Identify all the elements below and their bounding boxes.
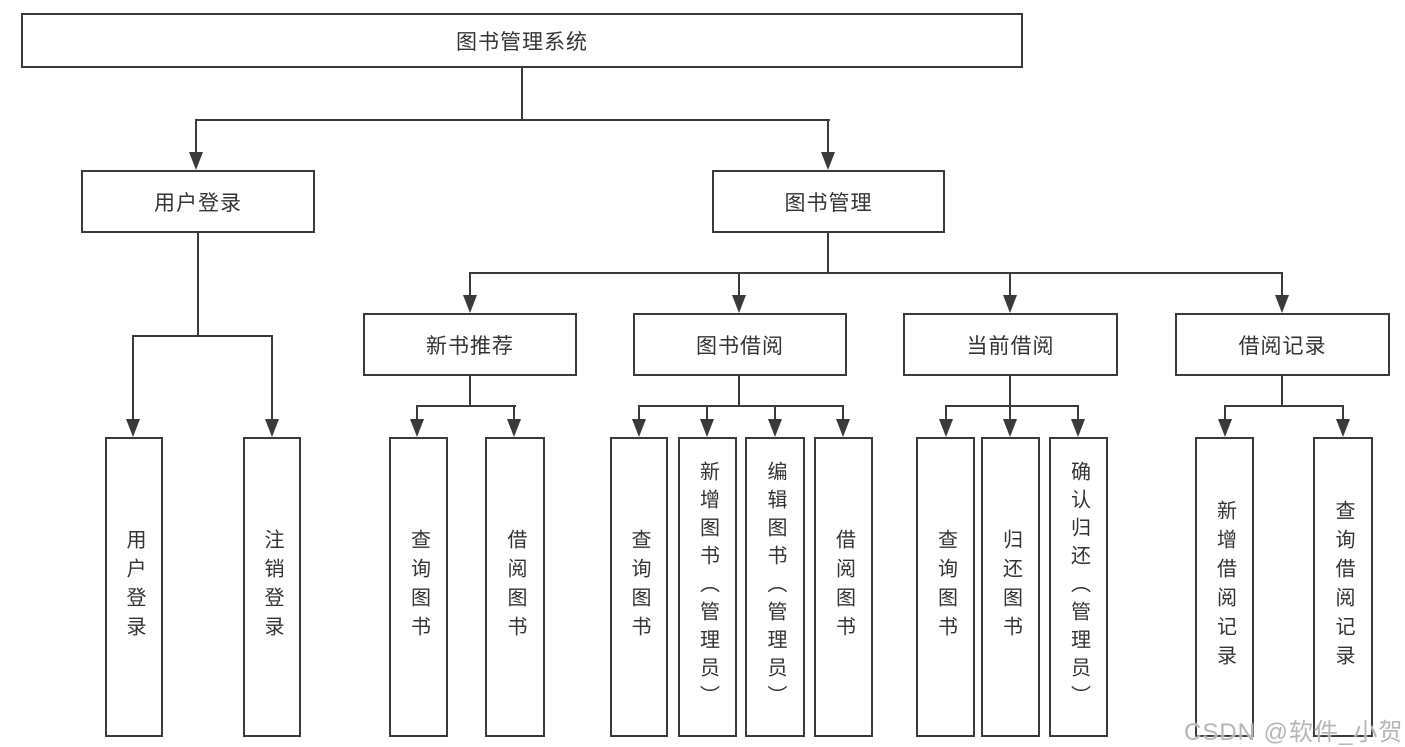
node-root-library-system: 图书管理系统 [21,13,1023,68]
arrowhead-to-book-borrow [732,295,746,313]
connector-to-current-borrow-stem [1009,272,1011,296]
leaf-query-books-recommend: 查询图书 [389,437,448,737]
arrowhead-nb-leaf2 [507,419,521,437]
connector-bb-leaf2-stem [706,405,708,419]
connector-new-book-horizontal [416,405,516,407]
arrowhead-br-leaf2 [1336,419,1350,437]
connector-book-mgmt-vertical [827,232,829,274]
connector-new-book-vertical [469,375,471,407]
arrowhead-to-user-login [189,152,203,170]
connector-bb-leaf4-stem [842,405,844,419]
leaf-query-books-current: 查询图书 [916,437,975,737]
arrowhead-to-book-management [821,152,835,170]
connector-user-login-vertical [197,232,199,337]
leaf-add-books-admin: 新增图书（管理员） [678,437,737,737]
connector-br-leaf1-stem [1224,405,1226,419]
node-current-borrowing: 当前借阅 [903,313,1118,376]
connector-root-vertical [521,67,523,120]
leaf-query-books-borrow: 查询图书 [610,437,668,737]
connector-bb-leaf1-stem [638,405,640,419]
arrowhead-bb-leaf3 [768,419,782,437]
connector-bb-leaf3-stem [774,405,776,419]
connector-cb-leaf2-stem [1009,405,1011,419]
connector-user-login-horizontal [132,335,273,337]
connector-to-book-borrow-stem [738,272,740,296]
arrowhead-cb-leaf2 [1003,419,1017,437]
connector-to-leaf-logout-stem [271,335,273,419]
connector-records-horizontal [1224,405,1344,407]
arrowhead-to-new-book [463,295,477,313]
connector-to-borrow-records-stem [1281,272,1283,296]
connector-to-book-management-stem [827,119,829,153]
connector-book-mgmt-horizontal [469,272,1283,274]
connector-root-horizontal [196,119,830,121]
connector-current-horizontal [945,405,1079,407]
connector-br-leaf2-stem [1342,405,1344,419]
leaf-borrow-books: 借阅图书 [814,437,873,737]
csdn-watermark: CSDN @软件_小贺同学 [1184,719,1405,746]
leaf-query-borrow-record: 查询借阅记录 [1313,437,1373,737]
arrowhead-bb-leaf2 [700,419,714,437]
arrowhead-to-borrow-records [1275,295,1289,313]
connector-cb-leaf3-stem [1077,405,1079,419]
leaf-user-login: 用户登录 [105,437,163,737]
connector-current-vertical [1009,375,1011,407]
leaf-borrow-books-recommend: 借阅图书 [485,437,545,737]
leaf-add-borrow-record: 新增借阅记录 [1195,437,1254,737]
connector-records-vertical [1281,375,1283,407]
leaf-edit-books-admin: 编辑图书（管理员） [745,437,805,737]
connector-to-user-login-stem [195,119,197,153]
connector-cb-leaf1-stem [945,405,947,419]
connector-borrow-vertical [738,375,740,407]
arrowhead-br-leaf1 [1218,419,1232,437]
connector-borrow-horizontal [638,405,844,407]
arrowhead-cb-leaf3 [1071,419,1085,437]
arrowhead-to-leaf-logout [265,419,279,437]
node-book-borrowing: 图书借阅 [633,313,847,376]
node-new-book-recommend: 新书推荐 [363,313,577,376]
node-book-management: 图书管理 [712,170,945,233]
arrowhead-to-current-borrow [1003,295,1017,313]
arrowhead-cb-leaf1 [939,419,953,437]
leaf-confirm-return-admin: 确认归还（管理员） [1049,437,1108,737]
arrowhead-bb-leaf4 [836,419,850,437]
leaf-return-books: 归还图书 [981,437,1040,737]
arrowhead-to-leaf-login [126,419,140,437]
connector-nb-leaf2-stem [513,405,515,419]
node-user-login: 用户登录 [81,170,315,233]
leaf-logout: 注销登录 [243,437,301,737]
arrowhead-bb-leaf1 [632,419,646,437]
arrowhead-nb-leaf1 [410,419,424,437]
node-borrow-records: 借阅记录 [1175,313,1390,376]
connector-to-new-book-stem [469,272,471,296]
connector-nb-leaf1-stem [416,405,418,419]
connector-to-leaf-login-stem [132,335,134,419]
